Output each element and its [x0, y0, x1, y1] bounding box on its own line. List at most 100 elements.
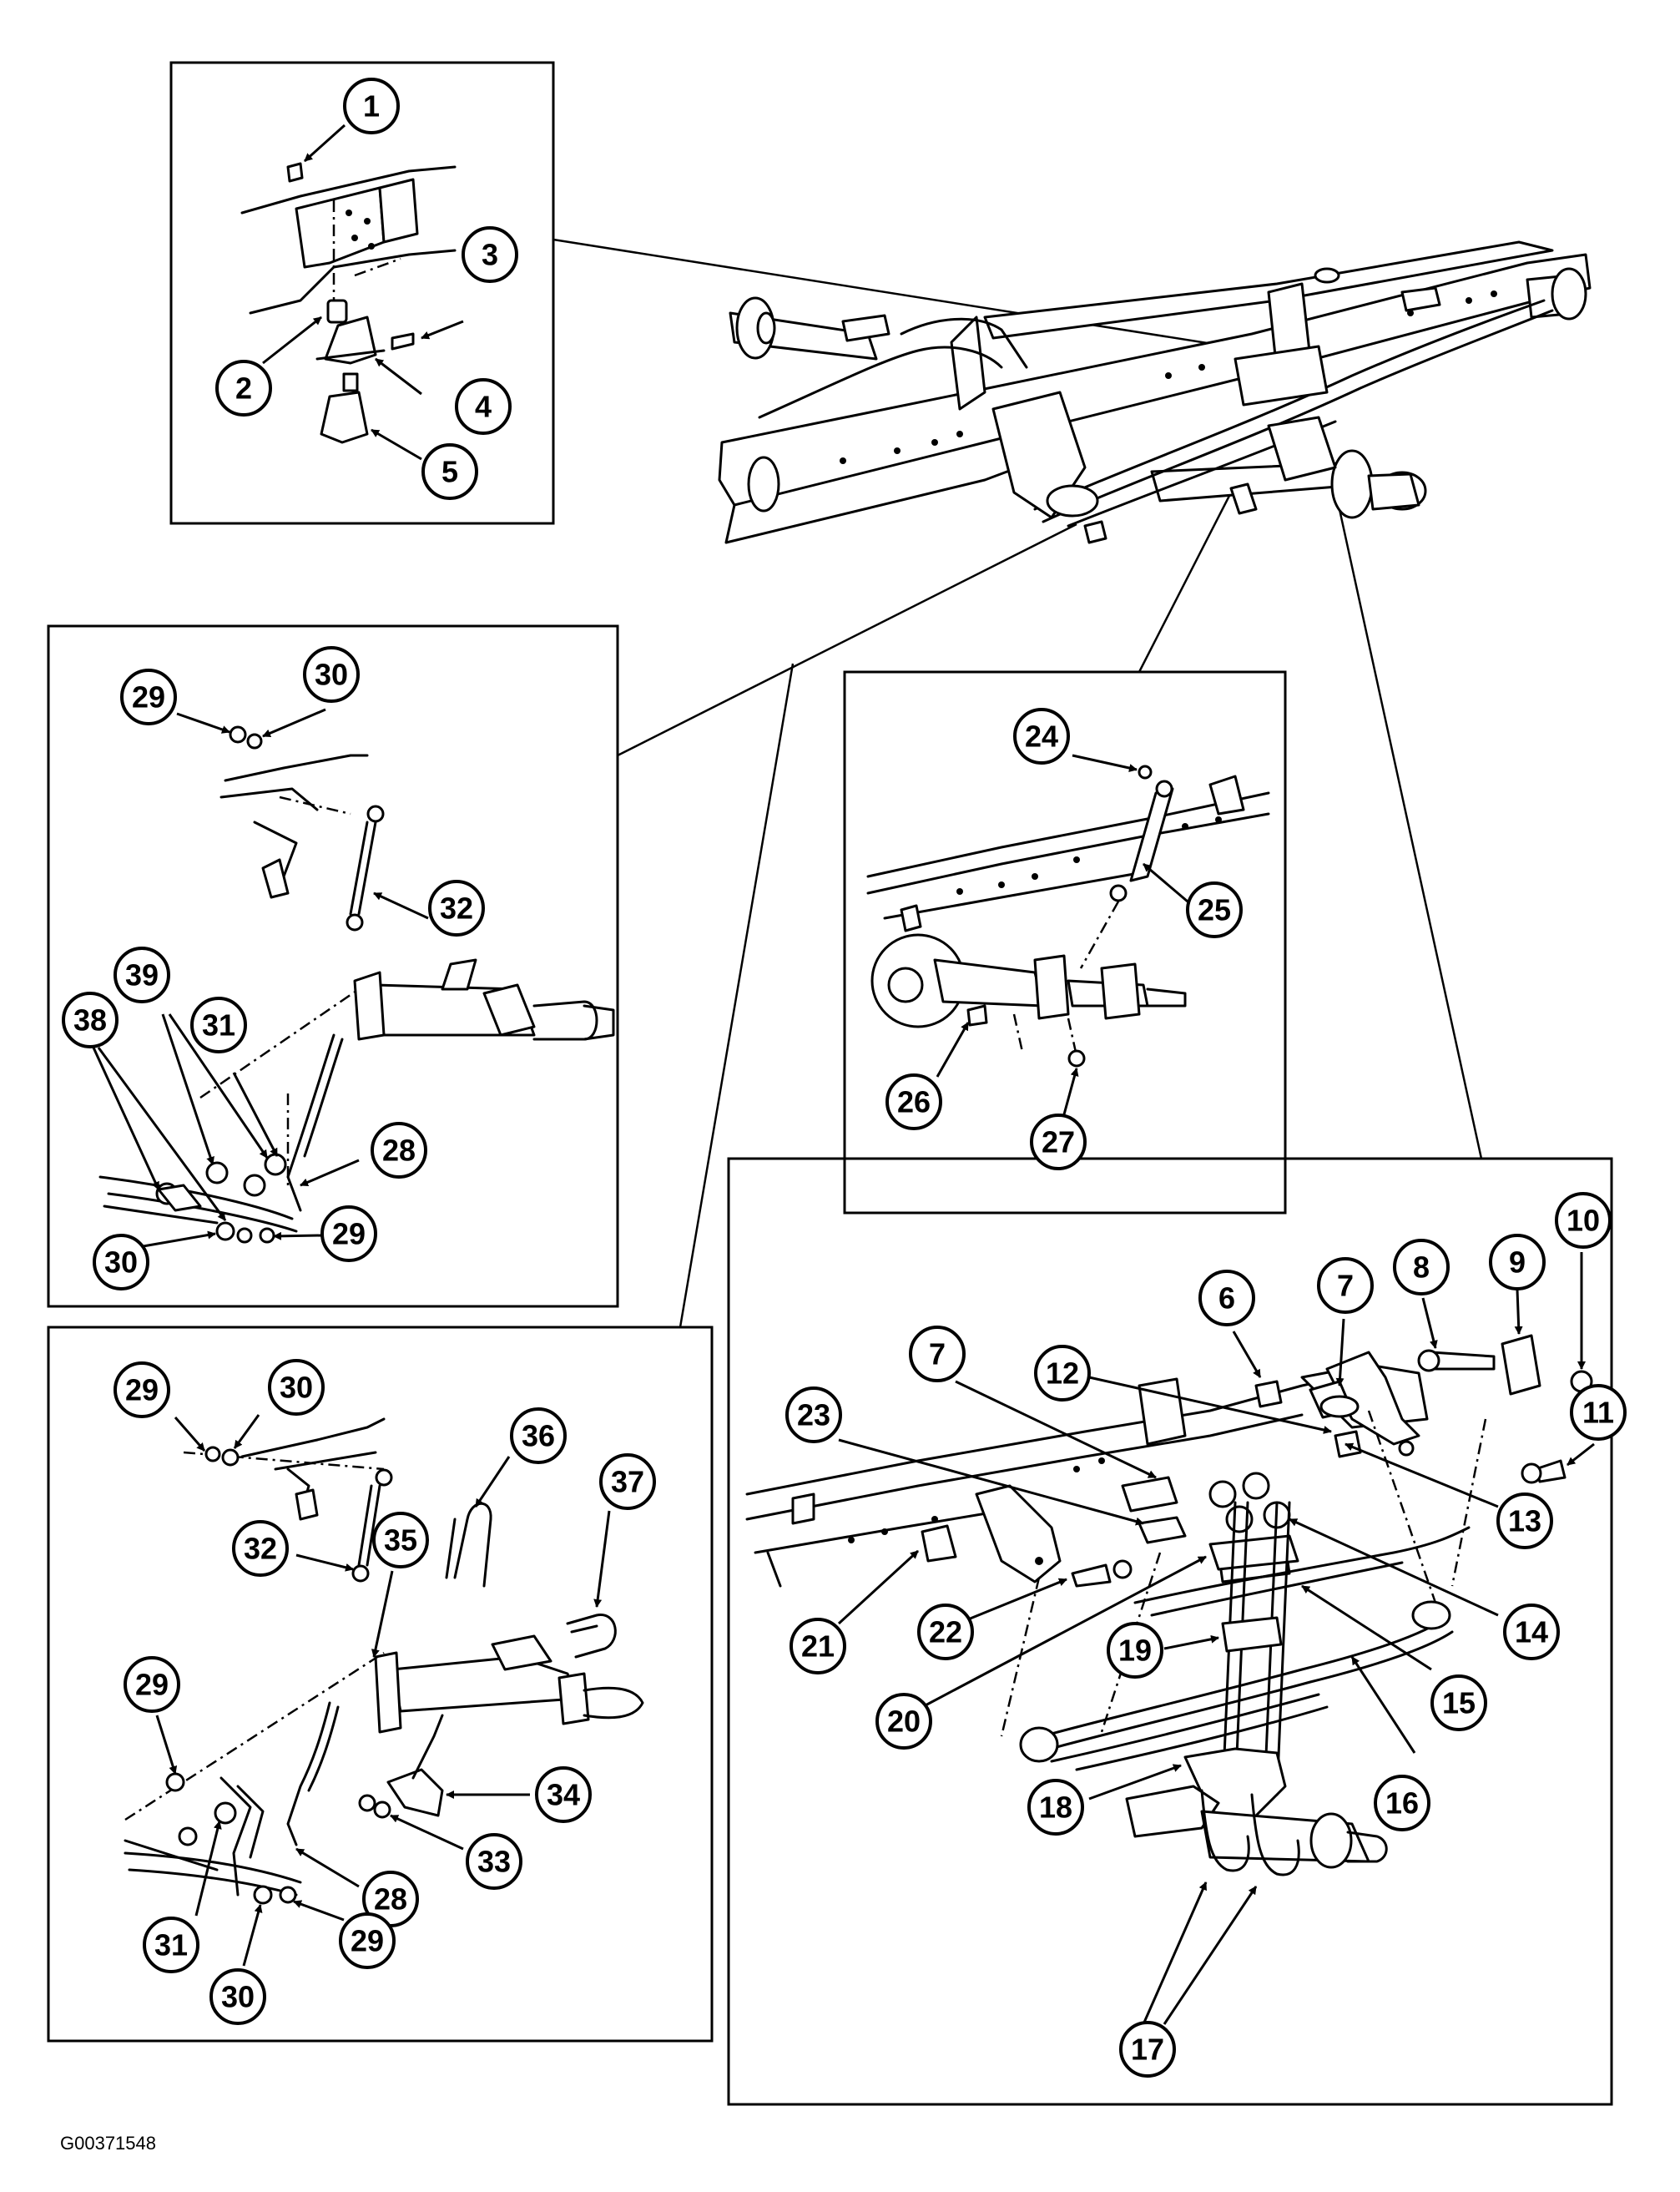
- svg-text:13: 13: [1508, 1504, 1541, 1538]
- panel-connector-lines: [552, 238, 1483, 1328]
- svg-text:18: 18: [1039, 1790, 1072, 1825]
- svg-text:10: 10: [1566, 1204, 1600, 1238]
- callout-26: 26: [885, 1073, 942, 1130]
- callout-35: 35: [372, 1512, 429, 1568]
- figure-code: G00371548: [60, 2133, 156, 2154]
- svg-text:29: 29: [135, 1668, 169, 1702]
- callout-8: 8: [1393, 1239, 1450, 1296]
- svg-text:27: 27: [1042, 1125, 1075, 1159]
- front-stabilizer-assembly: [98, 725, 615, 1244]
- svg-text:30: 30: [221, 1980, 255, 2014]
- callout-29-rear-top: 29: [114, 1361, 170, 1418]
- callout-38: 38: [62, 992, 119, 1048]
- svg-text:3: 3: [482, 238, 498, 272]
- callout-30-rear-bottom: 30: [209, 1968, 266, 2025]
- rear-stabilizer-assembly: [124, 1417, 644, 1905]
- callout-27: 27: [1030, 1114, 1087, 1170]
- callout-13: 13: [1496, 1492, 1553, 1549]
- detail-panel-stabilizer-bar-rear: [47, 1326, 714, 2043]
- svg-text:38: 38: [73, 1003, 107, 1038]
- svg-text:33: 33: [477, 1845, 511, 1879]
- callout-29-rear-mid: 29: [124, 1656, 180, 1713]
- callout-39: 39: [114, 947, 170, 1003]
- svg-text:25: 25: [1198, 893, 1231, 927]
- callout-30-lower: 30: [93, 1234, 149, 1290]
- svg-text:26: 26: [897, 1085, 931, 1119]
- callout-7-right: 7: [1317, 1257, 1374, 1314]
- svg-text:30: 30: [280, 1371, 313, 1405]
- detail-panel-shock-absorber: [843, 670, 1287, 1215]
- callout-32-rear: 32: [232, 1520, 289, 1577]
- callout-7-left: 7: [909, 1326, 966, 1382]
- svg-text:29: 29: [132, 680, 165, 715]
- svg-text:32: 32: [244, 1532, 277, 1566]
- svg-text:12: 12: [1046, 1356, 1079, 1391]
- callout-16: 16: [1374, 1775, 1430, 1831]
- svg-text:37: 37: [611, 1465, 644, 1499]
- svg-text:20: 20: [887, 1705, 921, 1739]
- callout-29: 29: [120, 669, 177, 725]
- svg-text:8: 8: [1413, 1250, 1430, 1285]
- svg-text:28: 28: [382, 1134, 416, 1168]
- svg-text:15: 15: [1442, 1686, 1476, 1720]
- callout-22: 22: [917, 1604, 974, 1660]
- callout-36: 36: [510, 1407, 567, 1464]
- svg-text:28: 28: [374, 1882, 407, 1917]
- callout-28: 28: [371, 1122, 427, 1179]
- callout-1: 1: [343, 78, 400, 134]
- callout-6: 6: [1198, 1270, 1255, 1326]
- callout-4: 4: [455, 378, 512, 435]
- callout-37: 37: [599, 1453, 656, 1510]
- callout-31: 31: [190, 997, 247, 1053]
- svg-text:24: 24: [1025, 720, 1058, 754]
- svg-text:30: 30: [104, 1245, 138, 1280]
- svg-text:1: 1: [363, 89, 380, 124]
- svg-text:31: 31: [202, 1008, 235, 1043]
- svg-text:14: 14: [1515, 1615, 1548, 1649]
- callout-14: 14: [1503, 1604, 1560, 1660]
- callout-19: 19: [1107, 1622, 1163, 1679]
- svg-text:9: 9: [1509, 1245, 1526, 1280]
- callout-20: 20: [875, 1693, 932, 1750]
- svg-text:19: 19: [1118, 1634, 1152, 1668]
- svg-text:34: 34: [547, 1778, 580, 1812]
- svg-text:16: 16: [1385, 1786, 1419, 1821]
- callout-21: 21: [790, 1618, 846, 1674]
- callout-17: 17: [1119, 2021, 1176, 2078]
- svg-text:39: 39: [125, 958, 159, 992]
- svg-text:22: 22: [929, 1615, 962, 1649]
- callout-34: 34: [535, 1766, 592, 1823]
- callout-12: 12: [1034, 1345, 1091, 1402]
- svg-text:23: 23: [797, 1398, 830, 1432]
- callouts-panel-center: 24 25 26 27: [885, 708, 1243, 1170]
- callout-33: 33: [466, 1833, 522, 1890]
- leaf-spring-assembly: [745, 1334, 1593, 1876]
- svg-text:5: 5: [441, 455, 458, 489]
- svg-text:29: 29: [351, 1924, 384, 1958]
- callout-30: 30: [303, 646, 360, 703]
- callout-31-rear: 31: [143, 1917, 199, 1973]
- leader-lines: [92, 124, 1595, 2025]
- svg-text:29: 29: [125, 1373, 159, 1407]
- callouts-panel-top: 1 2 3 4 5: [215, 78, 518, 500]
- detail-panel-leaf-spring: [727, 1157, 1613, 2106]
- detail-panel-bump-stop: [169, 61, 555, 525]
- svg-text:11: 11: [1582, 1396, 1614, 1430]
- callout-10: 10: [1555, 1192, 1612, 1249]
- svg-text:30: 30: [315, 658, 348, 692]
- callout-11: 11: [1570, 1384, 1627, 1441]
- callout-23: 23: [785, 1386, 842, 1443]
- svg-text:4: 4: [475, 390, 492, 424]
- callout-15: 15: [1430, 1674, 1487, 1731]
- svg-text:36: 36: [522, 1419, 555, 1453]
- callout-29-lower: 29: [320, 1205, 377, 1262]
- callout-2: 2: [215, 360, 272, 417]
- callout-5: 5: [421, 443, 478, 500]
- svg-text:7: 7: [929, 1337, 946, 1371]
- svg-text:21: 21: [801, 1629, 835, 1664]
- main-chassis-frame: [718, 240, 1592, 544]
- svg-text:6: 6: [1218, 1281, 1235, 1316]
- callout-32: 32: [428, 880, 485, 937]
- callout-25: 25: [1186, 881, 1243, 938]
